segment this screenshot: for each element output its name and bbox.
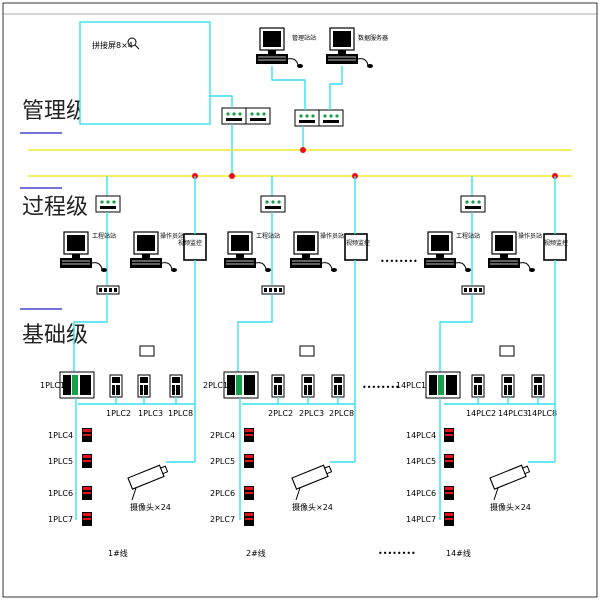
line-14-group: 14PLC1 14PLC2 14PLC3 14PLC8 14PLC4 14PLC…: [396, 345, 557, 558]
camera-label-1: 摄像头×24: [130, 502, 171, 512]
line-label-1: 1#线: [108, 548, 128, 558]
plc-side-label-14-1: 14PLC5: [406, 457, 436, 466]
camera-label-14: 摄像头×24: [490, 502, 531, 512]
plc-side-label-1-3: 1PLC7: [48, 515, 73, 524]
database-server-label: 数据服务器: [358, 34, 388, 42]
plc-top-label-14-1: 14PLC3: [498, 409, 528, 418]
plc-top-label-14-0: 14PLC2: [466, 409, 496, 418]
plc-side-label-2-2: 2PLC6: [210, 489, 235, 498]
main-plc-1: [59, 371, 95, 399]
process-switch-3: [460, 195, 486, 213]
hmi-panel-14: [499, 345, 515, 357]
management-station-computer: [255, 27, 304, 69]
hmi-panel-2: [299, 345, 315, 357]
plc-top-label-2-2: 2PLC8: [329, 409, 354, 418]
magnifier-icon: [127, 37, 140, 50]
main-plc-2: [223, 371, 259, 399]
management-switch-2: [245, 107, 271, 125]
hmi-panel-1: [139, 345, 155, 357]
operator-station-label-1: 操作员站: [160, 232, 184, 240]
video-monitor-box-1: [183, 233, 207, 261]
plc-top-label-1-2: 1PLC8: [168, 409, 193, 418]
video-monitor-label-2: 视频监控: [346, 239, 370, 247]
ellipsis-process: ••••••••: [380, 257, 418, 266]
plc-side-label-1-2: 1PLC6: [48, 489, 73, 498]
process-hub-1: [96, 285, 120, 295]
main-plc-label-2: 2PLC1: [203, 381, 228, 390]
camera-icon-1: [127, 462, 170, 501]
process-switch-1: [95, 195, 121, 213]
line-1-group: 1PLC1 1PLC2 1PLC3 1PLC8 1PLC4 1PLC5 1PLC…: [40, 345, 196, 558]
plc-side-label-14-0: 14PLC4: [406, 431, 436, 440]
video-wall-label: 拼接屏8×4: [92, 40, 133, 50]
ellipsis-basic: ••••••••: [362, 383, 400, 392]
video-monitor-label-1: 视频监控: [178, 239, 202, 247]
level-management-label: 管理级: [22, 99, 88, 124]
engineering-station-label-2: 工程站站: [256, 232, 280, 240]
management-station-label: 管理站站: [292, 34, 316, 42]
plc-top-label-1-0: 1PLC2: [106, 409, 131, 418]
database-server-computer: [325, 27, 374, 69]
plc-top-label-14-2: 14PLC8: [527, 409, 557, 418]
plc-top-label-2-0: 2PLC2: [268, 409, 293, 418]
camera-icon-14: [489, 462, 532, 501]
video-monitor-label-3: 视频监控: [544, 239, 568, 247]
level-process-label: 过程级: [22, 195, 88, 220]
plc-side-label-1-1: 1PLC5: [48, 457, 73, 466]
main-plc-14: [425, 371, 461, 399]
line-label-2: 2#线: [246, 548, 266, 558]
process-hub-2: [261, 285, 285, 295]
operator-station-label-2: 操作员站: [320, 232, 344, 240]
engineering-station-label-1: 工程站站: [92, 232, 116, 240]
video-monitor-box-3: [543, 233, 567, 261]
plc-side-label-14-2: 14PLC6: [406, 489, 436, 498]
main-plc-label-1: 1PLC1: [40, 381, 65, 390]
plc-side-label-2-0: 2PLC4: [210, 431, 235, 440]
operator-station-label-3: 操作员站: [518, 232, 542, 240]
plc-side-label-14-3: 14PLC7: [406, 515, 436, 524]
camera-icon-2: [291, 462, 334, 501]
ellipsis-bottom: ••••••••: [378, 549, 416, 558]
process-switch-2: [260, 195, 286, 213]
plc-top-label-1-1: 1PLC3: [138, 409, 163, 418]
engineering-station-label-3: 工程站站: [456, 232, 480, 240]
process-hub-3: [461, 285, 485, 295]
management-switch-4: [318, 109, 344, 127]
management-switch-1: [221, 107, 247, 125]
level-basic-label: 基础级: [22, 323, 88, 348]
video-monitor-box-2: [344, 233, 368, 261]
plc-side-label-2-3: 2PLC7: [210, 515, 235, 524]
video-wall-screen: [79, 21, 211, 125]
line-label-14: 14#线: [446, 548, 471, 558]
plc-side-label-1-0: 1PLC4: [48, 431, 73, 440]
main-plc-label-14: 14PLC1: [396, 381, 426, 390]
plc-top-label-2-1: 2PLC3: [299, 409, 324, 418]
management-switch-3: [294, 109, 320, 127]
line-2-group: 2PLC1 2PLC2 2PLC3 2PLC8 2PLC4 2PLC5 2PLC…: [203, 345, 356, 558]
bus-nodes: [192, 147, 558, 179]
plc-side-label-2-1: 2PLC5: [210, 457, 235, 466]
camera-label-2: 摄像头×24: [292, 502, 333, 512]
